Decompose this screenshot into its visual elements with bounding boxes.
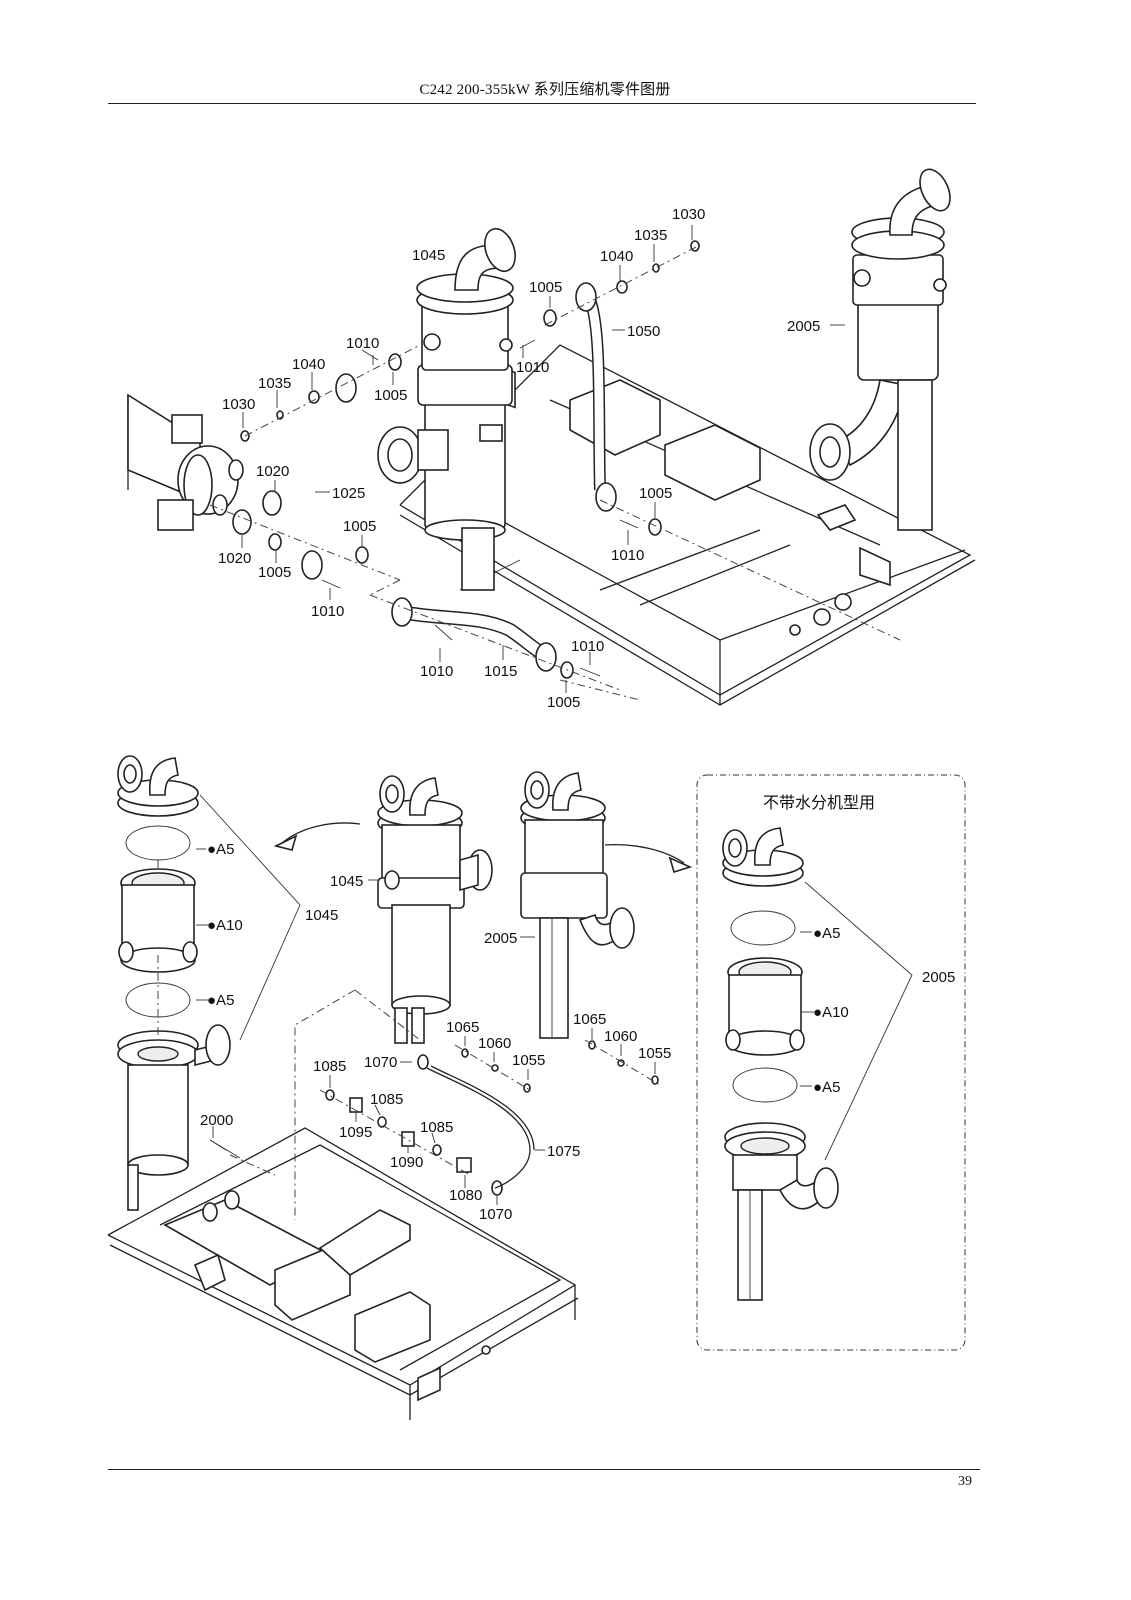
callout-1045: 1045 (305, 907, 338, 924)
callout-1010: 1010 (311, 603, 344, 620)
callout-a10: ●A10 (813, 1004, 849, 1021)
top-assembly-lines (209, 244, 901, 701)
callout-1075: 1075 (547, 1143, 580, 1160)
bottom-separator-2005 (520, 771, 635, 1039)
callout-1005: 1005 (343, 518, 376, 535)
callout-1020: 1020 (218, 550, 251, 567)
callout-1020: 1020 (256, 463, 289, 480)
callout-1065: 1065 (573, 1011, 606, 1028)
callout-1005: 1005 (639, 485, 672, 502)
callout-a5: ●A5 (813, 1079, 840, 1096)
callout-1010: 1010 (571, 638, 604, 655)
callout-1010: 1010 (611, 547, 644, 564)
note-box-title: 不带水分机型用 (763, 793, 875, 812)
note-box: 不带水分机型用 (696, 774, 966, 1351)
header-rule (108, 103, 976, 104)
callout-a10: ●A10 (207, 917, 243, 934)
bottom-separator-1045 (377, 775, 493, 1044)
callout-1030: 1030 (672, 206, 705, 223)
callout-a5: ●A5 (207, 992, 234, 1009)
top-separator-2005 (809, 168, 951, 531)
callout-1070: 1070 (364, 1054, 397, 1071)
callout-1015: 1015 (484, 663, 517, 680)
callout-1010: 1010 (420, 663, 453, 680)
callout-1090: 1090 (390, 1154, 423, 1171)
bottom-base-frame (107, 1127, 579, 1420)
callout-1085: 1085 (313, 1058, 346, 1075)
bottom-left-exploded-1045 (117, 755, 231, 1211)
callout-1005: 1005 (547, 694, 580, 711)
top-callouts: 1030 1035 1040 1045 1005 1050 2005 1010 … (218, 206, 820, 711)
callout-1060: 1060 (604, 1028, 637, 1045)
top-separator-1045 (377, 227, 516, 591)
callout-1065: 1065 (446, 1019, 479, 1036)
footer-rule (108, 1469, 980, 1470)
callout-1005: 1005 (258, 564, 291, 581)
callout-1095: 1095 (339, 1124, 372, 1141)
callout-1040: 1040 (292, 356, 325, 373)
callout-a5: ●A5 (813, 925, 840, 942)
callout-1085: 1085 (370, 1091, 403, 1108)
callout-1040: 1040 (600, 248, 633, 265)
callout-1070: 1070 (479, 1206, 512, 1223)
top-leaders (241, 225, 845, 693)
callout-1045: 1045 (412, 247, 445, 264)
top-cooler (127, 393, 244, 531)
callout-1045: 1045 (330, 873, 363, 890)
callout-1025: 1025 (332, 485, 365, 502)
top-hoses (301, 282, 617, 672)
page-number: 39 (958, 1474, 972, 1489)
bottom-assembly-lines (157, 860, 661, 1220)
bottom-arrows (273, 822, 693, 874)
page-header-title: C242 200-355kW 系列压缩机零件图册 (419, 82, 671, 98)
callout-2000: 2000 (200, 1112, 233, 1129)
callout-1010: 1010 (516, 359, 549, 376)
callout-1050: 1050 (627, 323, 660, 340)
callout-1005: 1005 (529, 279, 562, 296)
callout-2005: 2005 (787, 318, 820, 335)
bottom-right-exploded-2005 (722, 827, 913, 1301)
bottom-callouts: ●A5 ●A10 ●A5 1045 1045 2005 2000 1065 10… (200, 841, 955, 1223)
bottom-leaders (196, 794, 656, 1205)
callout-1055: 1055 (512, 1052, 545, 1069)
callout-1085: 1085 (420, 1119, 453, 1136)
callout-1010: 1010 (346, 335, 379, 352)
callout-1060: 1060 (478, 1035, 511, 1052)
callout-1055: 1055 (638, 1045, 671, 1062)
callout-1035: 1035 (258, 375, 291, 392)
callout-2005: 2005 (484, 930, 517, 947)
callout-a5: ●A5 (207, 841, 234, 858)
callout-1030: 1030 (222, 396, 255, 413)
bottom-small-parts (209, 1040, 659, 1196)
callout-2005: 2005 (922, 969, 955, 986)
callout-1005: 1005 (374, 387, 407, 404)
callout-1035: 1035 (634, 227, 667, 244)
callout-1080: 1080 (449, 1187, 482, 1204)
